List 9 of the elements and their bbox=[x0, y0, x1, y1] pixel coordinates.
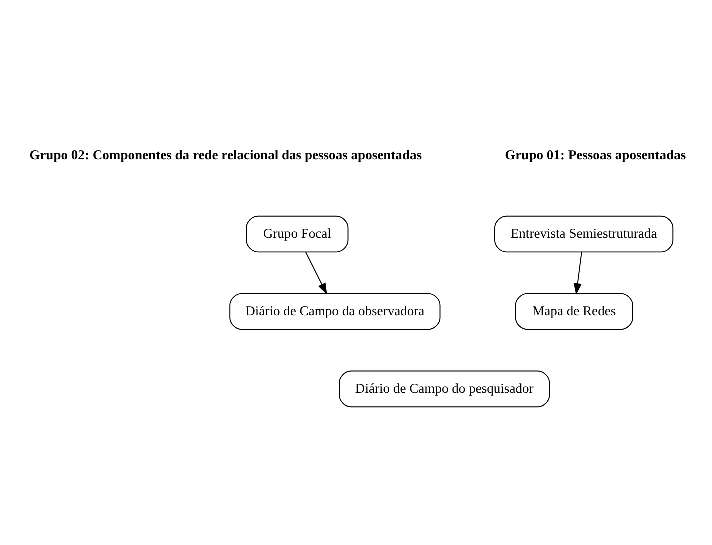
node-box: Entrevista Semiestruturada bbox=[494, 215, 674, 252]
arrow bbox=[306, 251, 328, 294]
node-box: Mapa de Redes bbox=[515, 292, 634, 330]
node-box: Diário de Campo do pesquisador bbox=[339, 370, 550, 408]
label: Grupo 02: Componentes da rede relacional das pessoas aposentadas bbox=[30, 146, 422, 162]
label: Grupo 01: Pessoas aposentadas bbox=[505, 146, 686, 162]
node-box: Grupo Focal bbox=[246, 215, 349, 252]
node-box: Diário de Campo da observadora bbox=[230, 292, 441, 330]
arrow bbox=[574, 251, 582, 295]
